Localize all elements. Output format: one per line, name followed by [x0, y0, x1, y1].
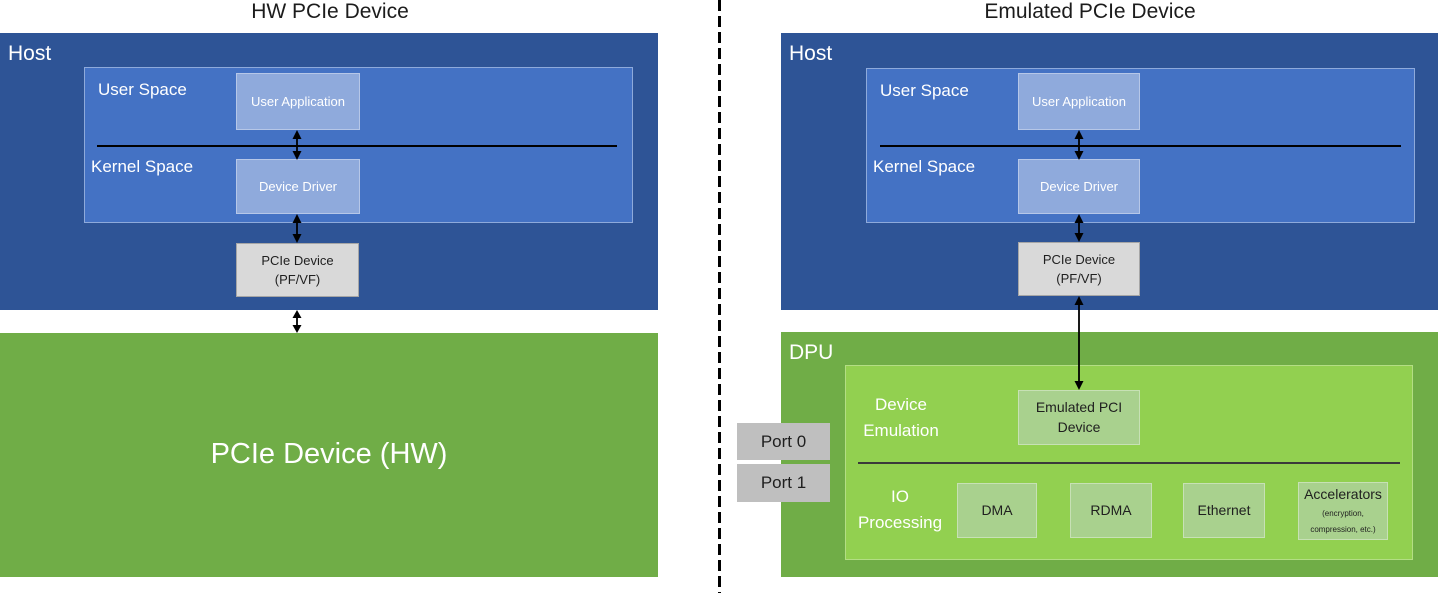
emulated-pci-device-box: Emulated PCI Device: [1018, 390, 1140, 445]
left-hw-pcie-device-box: [0, 333, 658, 577]
right-user-space-label: User Space: [880, 81, 969, 100]
device-emulation-label: Device Emulation: [863, 395, 939, 441]
right-user-kernel-separator: [880, 145, 1401, 147]
dpu-section-separator: [858, 462, 1400, 464]
right-kernel-space-label: Kernel Space: [873, 157, 976, 176]
right-pcie-device-box: PCIe Device (PF/VF): [1018, 242, 1140, 296]
arrow-userapp-driver-right: [1074, 130, 1084, 160]
right-user-application-box: User Application: [1018, 73, 1140, 130]
left-user-space-label: User Space: [98, 80, 187, 99]
arrow-host-hwdevice-left: [292, 310, 302, 333]
left-user-application-box: User Application: [236, 73, 360, 130]
accelerators-subtitle-line1: (encryption,: [1322, 509, 1364, 518]
accelerators-engine-box: Accelerators (encryption, compression, e…: [1298, 482, 1388, 540]
dpu-label: DPU: [789, 341, 834, 364]
left-hw-pcie-device-label: PCIe Device (HW): [210, 438, 448, 470]
arrow-pcie-emulated-device: [1074, 296, 1084, 390]
left-user-kernel-separator: [97, 145, 617, 147]
ethernet-engine-box: Ethernet: [1183, 483, 1265, 538]
right-panel-title: Emulated PCIe Device: [984, 0, 1196, 23]
left-host-label: Host: [8, 42, 52, 65]
arrow-userapp-driver-left: [292, 130, 302, 160]
arrow-driver-pcie-right: [1074, 214, 1084, 242]
rdma-engine-box: RDMA: [1070, 483, 1152, 538]
left-device-driver-box: Device Driver: [236, 159, 360, 214]
arrow-driver-pcie-left: [292, 214, 302, 243]
dma-engine-box: DMA: [957, 483, 1037, 538]
left-kernel-space-label: Kernel Space: [91, 157, 194, 176]
right-device-driver-box: Device Driver: [1018, 159, 1140, 214]
right-host-label: Host: [789, 42, 833, 65]
accelerators-subtitle-line2: compression, etc.): [1310, 524, 1376, 534]
left-panel-title: HW PCIe Device: [251, 0, 409, 23]
io-processing-label: IO Processing: [857, 487, 943, 533]
port1-box: Port 1: [737, 464, 830, 502]
port0-box: Port 0: [737, 423, 830, 460]
panel-divider-dashed-line: [718, 0, 721, 593]
left-pcie-device-box: PCIe Device (PF/VF): [236, 243, 359, 297]
accelerators-title: Accelerators: [1304, 486, 1382, 503]
